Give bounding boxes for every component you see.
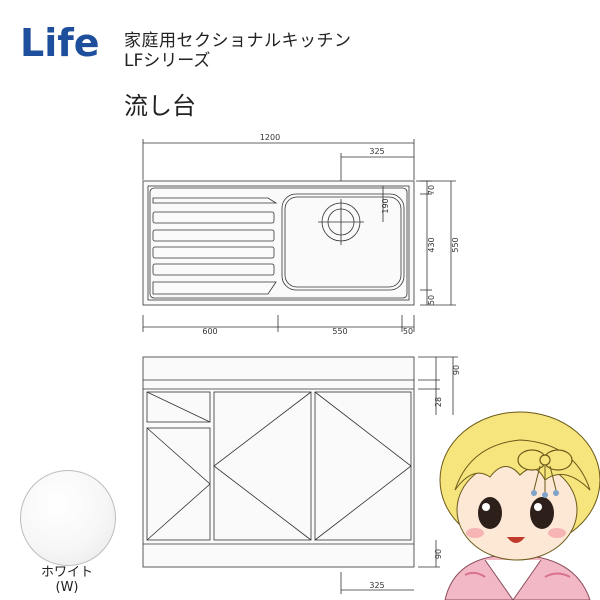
dim-overall-width: 1200 xyxy=(260,133,280,142)
product-name: 流し台 xyxy=(124,92,196,120)
dim-plinth-height: 90 xyxy=(434,549,443,559)
life-logo: Life xyxy=(18,18,102,66)
color-code: (W) xyxy=(55,580,79,595)
mascot-illustration xyxy=(439,411,600,600)
color-name: ホワイト xyxy=(40,565,93,580)
dim-drain-offset: 190 xyxy=(381,198,390,213)
series-subtitle: LFシリーズ xyxy=(124,51,211,71)
dim-sink-offset: 325 xyxy=(369,147,384,156)
dim-width-right: 50 xyxy=(403,327,413,336)
dim-drawer-gap: 28 xyxy=(434,397,443,407)
color-swatch-label: ホワイト (W) xyxy=(20,565,114,595)
dim-width-mid: 550 xyxy=(332,327,347,336)
series-title: 家庭用セクショナルキッチン xyxy=(124,31,352,51)
dim-bottom-offset: 325 xyxy=(369,581,384,590)
hair-bow xyxy=(517,449,573,498)
dim-depth-front: 70 xyxy=(427,185,436,195)
dim-width-left: 600 xyxy=(202,327,217,336)
dim-depth-back: 50 xyxy=(427,295,436,305)
color-swatch-white[interactable] xyxy=(20,470,116,566)
logo-text: Life xyxy=(20,21,100,65)
dim-counter-height: 90 xyxy=(452,365,461,375)
dim-depth-mid: 430 xyxy=(427,237,436,252)
dim-depth-total: 550 xyxy=(451,237,460,252)
